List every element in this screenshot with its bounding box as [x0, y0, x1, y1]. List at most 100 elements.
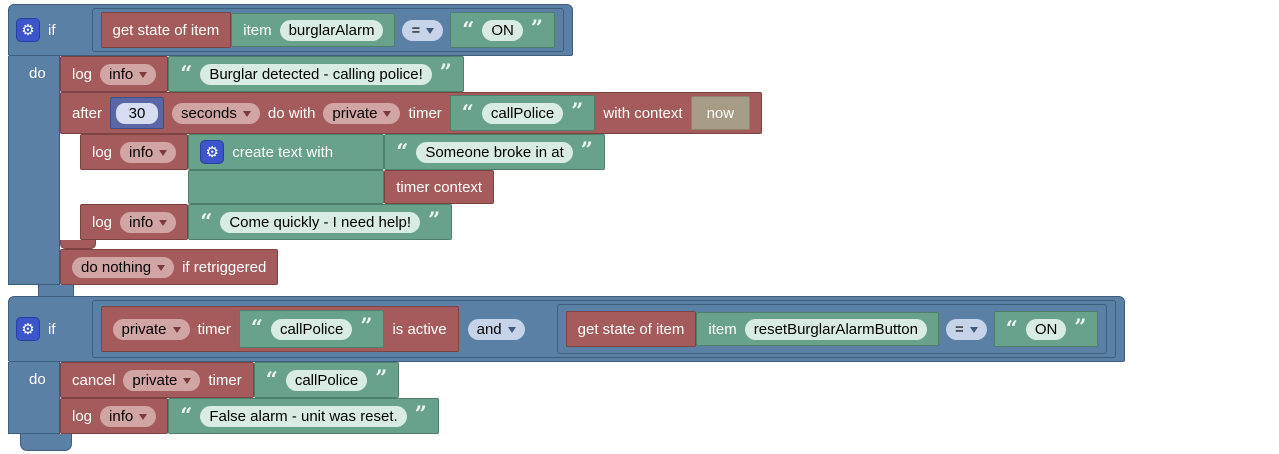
item-block[interactable]: item burglarAlarm [231, 13, 396, 47]
text-part-field[interactable]: Someone broke in at [416, 141, 573, 163]
log-label: log [92, 143, 113, 161]
close-quote-icon: ” [428, 207, 441, 232]
and-block[interactable]: private timer “ callPolice ” is active a… [91, 300, 1117, 358]
timer-name-field[interactable]: callPolice [481, 102, 564, 124]
item-block[interactable]: item resetBurglarAlarmButton [696, 312, 939, 346]
do-label: do [8, 56, 60, 285]
retrigger-block[interactable]: do nothing if retriggered [60, 249, 279, 285]
if-header[interactable]: ⚙ if private timer “ callPolice ” is act… [8, 296, 1126, 362]
close-quote-icon: ” [414, 401, 427, 426]
open-quote-icon: “ [265, 367, 278, 392]
gear-icon[interactable]: ⚙ [16, 18, 40, 42]
get-state-block[interactable]: get state of item [565, 311, 697, 347]
if-label: if [48, 21, 56, 39]
log-statement[interactable]: log info ⚙ create text with “ Someone br… [80, 134, 605, 204]
text-value-block[interactable]: “ Someone broke in at ” [384, 134, 605, 170]
get-state-label: get state of item [112, 21, 220, 39]
close-quote-icon: ” [571, 98, 584, 123]
log-label: log [72, 407, 93, 425]
gear-icon[interactable]: ⚙ [200, 140, 225, 164]
log-label: log [92, 213, 113, 231]
timer-name-field[interactable]: callPolice [270, 318, 353, 340]
log-message-field[interactable]: False alarm - unit was reset. [200, 405, 407, 427]
log-block[interactable]: log info [60, 56, 169, 92]
log-level-dropdown[interactable]: info [120, 141, 177, 163]
log-block[interactable]: log info [80, 134, 189, 170]
timer-name-block[interactable]: “ callPolice ” [253, 362, 400, 398]
open-quote-icon: “ [180, 61, 193, 86]
get-state-block[interactable]: get state of item [100, 12, 232, 48]
item-label: item [708, 320, 737, 338]
retrigger-mode-dropdown[interactable]: do nothing [72, 256, 175, 278]
cancel-label: cancel [72, 371, 116, 389]
log-level-dropdown[interactable]: info [100, 405, 157, 427]
get-state-label: get state of item [577, 320, 685, 338]
log-message-field[interactable]: Burglar detected - calling police! [200, 63, 432, 85]
compare-block[interactable]: get state of item item burglarAlarm = “ … [91, 8, 564, 52]
operator-dropdown[interactable]: = [402, 19, 444, 41]
log-level-dropdown[interactable]: info [120, 211, 177, 233]
log-block[interactable]: log info [60, 398, 169, 434]
logic-operator-dropdown[interactable]: and [467, 318, 525, 340]
timer-name-block[interactable]: “ callPolice ” [449, 95, 596, 131]
item-name-field[interactable]: burglarAlarm [279, 19, 384, 41]
after-timer-statement[interactable]: after 30 seconds do with private timer “… [60, 92, 763, 134]
if-block-footer [20, 434, 72, 451]
timer-name-block[interactable]: “ callPolice ” [238, 310, 385, 348]
context-shadow-block[interactable]: now [690, 96, 751, 130]
close-quote-icon: ” [580, 137, 593, 162]
compare-block[interactable]: get state of item item resetBurglarAlarm… [556, 304, 1108, 354]
create-text-header[interactable]: ⚙ create text with [188, 134, 385, 170]
text-value-block[interactable]: “ ON ” [993, 311, 1099, 347]
is-active-label: is active [392, 320, 447, 338]
log-statement[interactable]: log info “ Burglar detected - calling po… [60, 56, 464, 92]
after-timer-block[interactable]: after 30 seconds do with private timer “… [60, 92, 763, 134]
create-text-label: create text with [232, 143, 334, 161]
open-quote-icon: “ [462, 17, 475, 42]
open-quote-icon: “ [461, 100, 474, 125]
operator-dropdown[interactable]: = [945, 318, 987, 340]
timer-name-field[interactable]: callPolice [285, 369, 368, 391]
number-block[interactable]: 30 [110, 97, 165, 129]
if-block-burglar[interactable]: ⚙ if get state of item item burglarAlarm… [8, 4, 763, 301]
retrigger-statement[interactable]: do nothing if retriggered [60, 249, 279, 285]
log-label: log [72, 65, 93, 83]
if-label: if [48, 320, 56, 338]
text-value-block[interactable]: “ Come quickly - I need help! ” [188, 204, 453, 240]
close-quote-icon: ” [1074, 314, 1087, 339]
if-block-reset[interactable]: ⚙ if private timer “ callPolice ” is act… [8, 296, 1126, 451]
item-name-field[interactable]: resetBurglarAlarmButton [744, 318, 927, 340]
gear-icon[interactable]: ⚙ [16, 317, 40, 341]
log-block[interactable]: log info [80, 204, 189, 240]
if-header[interactable]: ⚙ if get state of item item burglarAlarm… [8, 4, 573, 56]
timer-label: timer [408, 104, 442, 122]
log-level-dropdown[interactable]: info [100, 63, 157, 85]
timer-context-block[interactable]: timer context [384, 170, 495, 204]
after-block-footer [60, 240, 96, 249]
close-quote-icon: ” [375, 365, 388, 390]
log-statement[interactable]: log info “ False alarm - unit was reset.… [60, 398, 439, 434]
time-unit-dropdown[interactable]: seconds [172, 102, 260, 124]
text-value-field[interactable]: ON [1025, 318, 1067, 340]
text-value-block[interactable]: “ ON ” [450, 12, 555, 48]
timer-active-block[interactable]: private timer “ callPolice ” is active [100, 306, 459, 352]
item-label: item [243, 21, 272, 39]
create-text-block[interactable]: ⚙ create text with “ Someone broke in at… [188, 134, 605, 204]
text-value-block[interactable]: “ False alarm - unit was reset. ” [168, 398, 439, 434]
log-message-field[interactable]: Come quickly - I need help! [220, 211, 421, 233]
timer-scope-dropdown[interactable]: private [123, 369, 201, 391]
retrigger-label: if retriggered [182, 258, 267, 276]
text-value-block[interactable]: “ Burglar detected - calling police! ” [168, 56, 464, 92]
cancel-timer-statement[interactable]: cancel private timer “ callPolice ” [60, 362, 400, 398]
text-value-field[interactable]: ON [482, 19, 523, 41]
timer-scope-dropdown[interactable]: private [112, 318, 190, 340]
statement-stack: cancel private timer “ callPolice ” log … [60, 362, 439, 434]
context-value: now [706, 104, 735, 122]
close-quote-icon: ” [439, 59, 452, 84]
delay-field[interactable]: 30 [116, 102, 159, 124]
log-statement[interactable]: log info “ Come quickly - I need help! ” [80, 204, 453, 240]
timer-scope-dropdown[interactable]: private [323, 102, 401, 124]
cancel-timer-block[interactable]: cancel private timer [60, 362, 254, 398]
statement-stack: log info “ Burglar detected - calling po… [60, 56, 763, 285]
